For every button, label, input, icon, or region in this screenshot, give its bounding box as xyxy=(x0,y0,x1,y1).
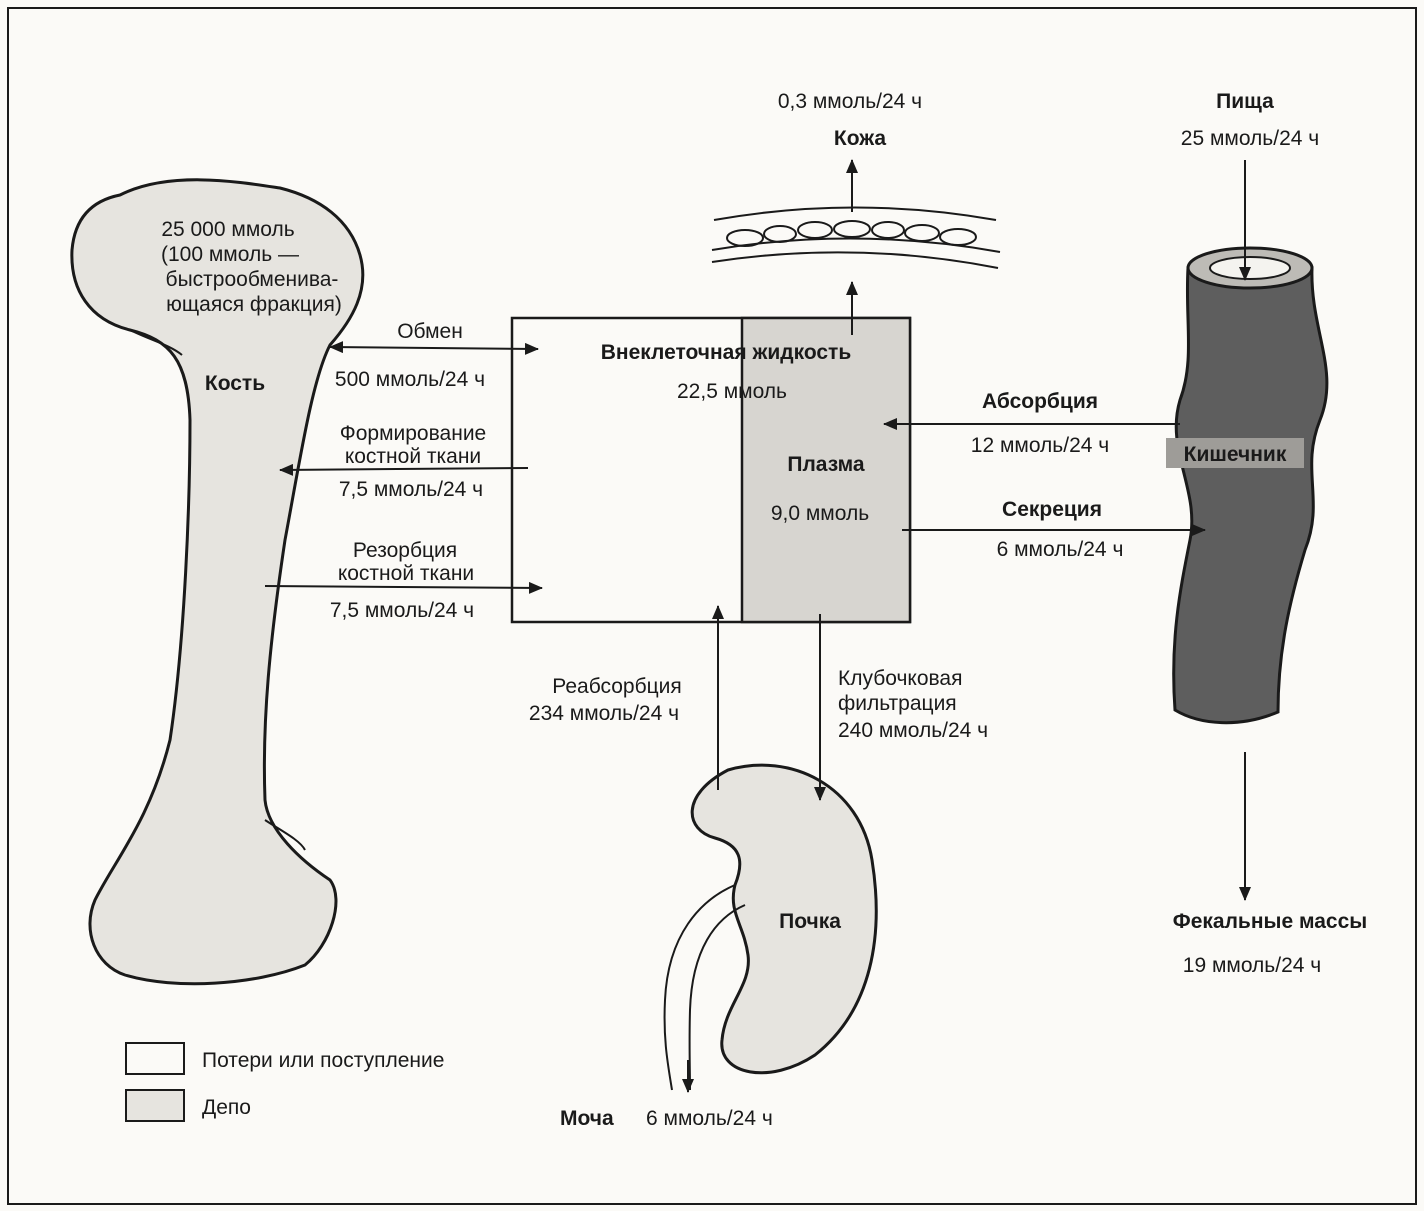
reabsorption-label: Реабсорбция xyxy=(552,675,682,698)
formation-arrow xyxy=(280,468,528,470)
bone-store-line-3: быстрообменива- xyxy=(166,268,339,291)
legend-label-loss: Потери или поступление xyxy=(202,1049,444,1072)
intestine-shape xyxy=(1174,268,1327,723)
formation-value: 7,5 ммоль/24 ч xyxy=(339,478,483,501)
food-value: 25 ммоль/24 ч xyxy=(1181,127,1319,150)
legend-label-depot: Депо xyxy=(202,1096,251,1119)
absorption-value: 12 ммоль/24 ч xyxy=(971,434,1109,457)
skin-illustration xyxy=(712,208,1000,269)
exchange-label: Обмен xyxy=(397,320,463,343)
absorption-label: Абсорбция xyxy=(982,390,1098,413)
urine-value: 6 ммоль/24 ч xyxy=(646,1107,773,1130)
legend-swatch-loss xyxy=(126,1043,184,1074)
formation-line-2: костной ткани xyxy=(345,445,481,468)
exchange-arrow xyxy=(330,347,538,349)
reabsorption-value: 234 ммоль/24 ч xyxy=(529,702,679,725)
bone-label: Кость xyxy=(205,372,265,395)
filtration-line-2: фильтрация xyxy=(838,692,957,715)
resorption-value: 7,5 ммоль/24 ч xyxy=(330,599,474,622)
plasma-label: Плазма xyxy=(787,453,865,476)
filtration-line-1: Клубочковая xyxy=(838,667,962,690)
food-label: Пища xyxy=(1216,90,1274,113)
feces-label: Фекальные массы xyxy=(1173,910,1367,933)
exchange-value: 500 ммоль/24 ч xyxy=(335,368,485,391)
resorption-arrow xyxy=(265,586,542,588)
formation-line-1: Формирование xyxy=(340,422,486,445)
intestine-lumen xyxy=(1210,257,1290,279)
plasma-value: 9,0 ммоль xyxy=(771,502,869,525)
feces-value: 19 ммоль/24 ч xyxy=(1183,954,1321,977)
intestine-label: Кишечник xyxy=(1184,443,1287,466)
bone-store-line-4: ющаяся фракция) xyxy=(166,293,342,316)
ureter-outer xyxy=(665,885,735,1090)
resorption-line-1: Резорбция xyxy=(353,539,457,562)
filtration-value: 240 ммоль/24 ч xyxy=(838,719,988,742)
kidney-label: Почка xyxy=(779,910,841,933)
skin-value: 0,3 ммоль/24 ч xyxy=(778,90,922,113)
ecf-value: 22,5 ммоль xyxy=(677,380,787,403)
bone-store-line-1: 25 000 ммоль xyxy=(161,218,294,241)
urine-label: Моча xyxy=(560,1107,614,1130)
bone-store-line-2: (100 ммоль — xyxy=(161,243,299,266)
resorption-line-2: костной ткани xyxy=(338,562,474,585)
secretion-label: Секреция xyxy=(1002,498,1102,521)
legend-swatch-depot xyxy=(126,1090,184,1121)
skin-label: Кожа xyxy=(834,127,887,150)
secretion-value: 6 ммоль/24 ч xyxy=(997,538,1124,561)
ecf-label: Внеклеточная жидкость xyxy=(601,341,852,364)
